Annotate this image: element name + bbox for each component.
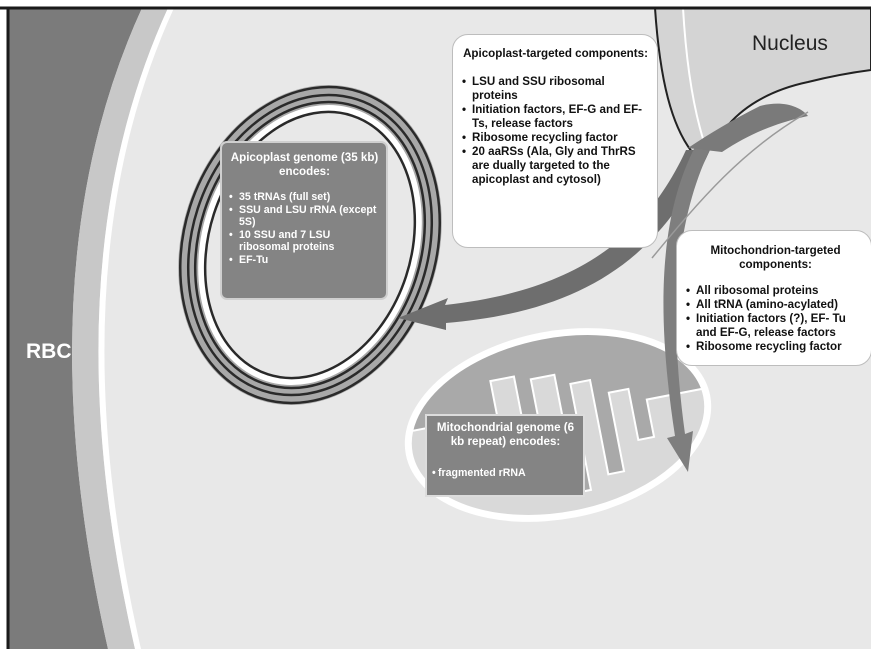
- apicoplast-targeted-list: LSU and SSU ribosomal proteins Initiatio…: [462, 75, 649, 187]
- list-item: 10 SSU and 7 LSU ribosomal proteins: [229, 229, 380, 254]
- mitochondrion-targeted-title: Mitochondrion-targeted components:: [686, 244, 865, 272]
- apicoplast-genome-title: Apicoplast genome (35 kb) encodes:: [229, 151, 380, 179]
- list-item: Ribosome recycling factor: [462, 131, 649, 145]
- mitochondrial-genome-title: Mitochondrial genome (6 kb repeat) encod…: [432, 421, 579, 449]
- rbc-label: RBC: [26, 340, 72, 364]
- apicoplast-genome-list: 35 tRNAs (full set) SSU and LSU rRNA (ex…: [229, 191, 380, 267]
- list-item: 20 aaRSs (Ala, Gly and ThrRS are dually …: [462, 145, 649, 187]
- list-item: Initiation factors, EF-G and EF-Ts, rele…: [462, 103, 649, 131]
- mitochondrial-genome-list: fragmented rRNA: [432, 467, 579, 480]
- mitochondrion-targeted-list: All ribosomal proteins All tRNA (amino-a…: [686, 284, 865, 354]
- list-item: fragmented rRNA: [432, 467, 579, 480]
- apicoplast-genome-box: Apicoplast genome (35 kb) encodes: 35 tR…: [220, 141, 388, 300]
- apicoplast-targeted-title: Apicoplast-targeted components:: [462, 47, 649, 61]
- list-item: SSU and LSU rRNA (except 5S): [229, 204, 380, 229]
- list-item: Initiation factors (?), EF- Tu and EF-G,…: [686, 312, 865, 340]
- nucleus-label: Nucleus: [752, 32, 828, 56]
- list-item: Ribosome recycling factor: [686, 340, 865, 354]
- mitochondrial-genome-box: Mitochondrial genome (6 kb repeat) encod…: [425, 414, 585, 497]
- list-item: All tRNA (amino-acylated): [686, 298, 865, 312]
- list-item: LSU and SSU ribosomal proteins: [462, 75, 649, 103]
- apicoplast-targeted-box: Apicoplast-targeted components: LSU and …: [452, 34, 658, 248]
- list-item: 35 tRNAs (full set): [229, 191, 380, 204]
- list-item: EF-Tu: [229, 254, 380, 267]
- mitochondrion-targeted-box: Mitochondrion-targeted components: All r…: [676, 230, 871, 366]
- list-item: All ribosomal proteins: [686, 284, 865, 298]
